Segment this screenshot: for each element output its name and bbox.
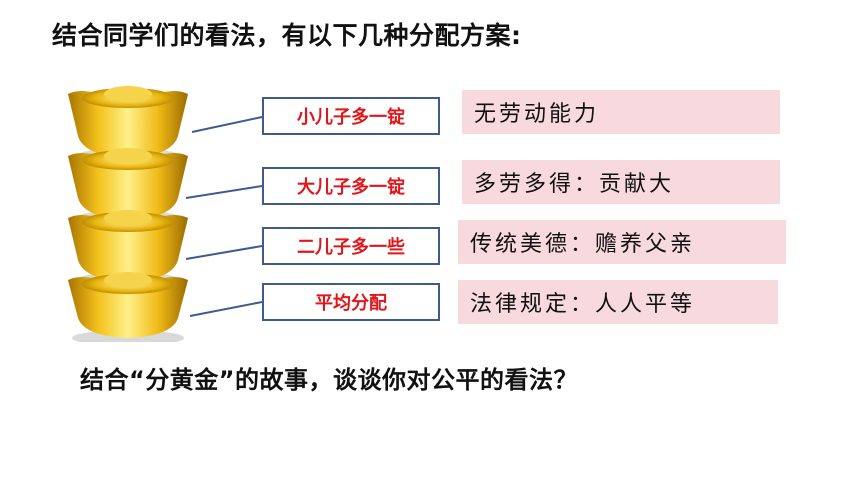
connector-line xyxy=(189,301,263,317)
reason-box-more-work-more-gain: 多劳多得：贡献大 xyxy=(462,160,780,204)
discussion-question: 结合“分黄金”的故事，谈谈你对公平的看法？ xyxy=(80,366,579,394)
option-box-eldest-son: 大儿子多一锭 xyxy=(262,167,440,205)
ingot-4 xyxy=(68,272,188,342)
option-box-youngest-son: 小儿子多一锭 xyxy=(262,97,440,135)
reason-text: 无劳动能力 xyxy=(474,102,600,127)
reason-box-no-labor-ability: 无劳动能力 xyxy=(462,90,780,134)
option-label: 平均分配 xyxy=(315,293,387,314)
reason-text: 多劳多得：贡献大 xyxy=(474,172,675,197)
option-box-second-son: 二儿子多一些 xyxy=(262,227,440,265)
slide-title: 结合同学们的看法，有以下几种分配方案: xyxy=(52,21,522,50)
connector-line xyxy=(191,116,263,133)
option-label: 二儿子多一些 xyxy=(297,237,405,258)
gold-ingot-stack-image xyxy=(68,86,188,342)
option-box-equal-split: 平均分配 xyxy=(262,283,440,321)
reason-box-legal-equality: 法律规定：人人平等 xyxy=(458,280,778,324)
option-label: 大儿子多一锭 xyxy=(297,177,405,198)
reason-text: 传统美德：赡养父亲 xyxy=(470,232,696,257)
reason-text: 法律规定：人人平等 xyxy=(470,292,696,317)
option-label: 小儿子多一锭 xyxy=(297,107,405,128)
reason-box-traditional-virtue: 传统美德：赡养父亲 xyxy=(458,220,786,264)
connector-line xyxy=(185,245,263,260)
connector-line xyxy=(185,185,263,199)
